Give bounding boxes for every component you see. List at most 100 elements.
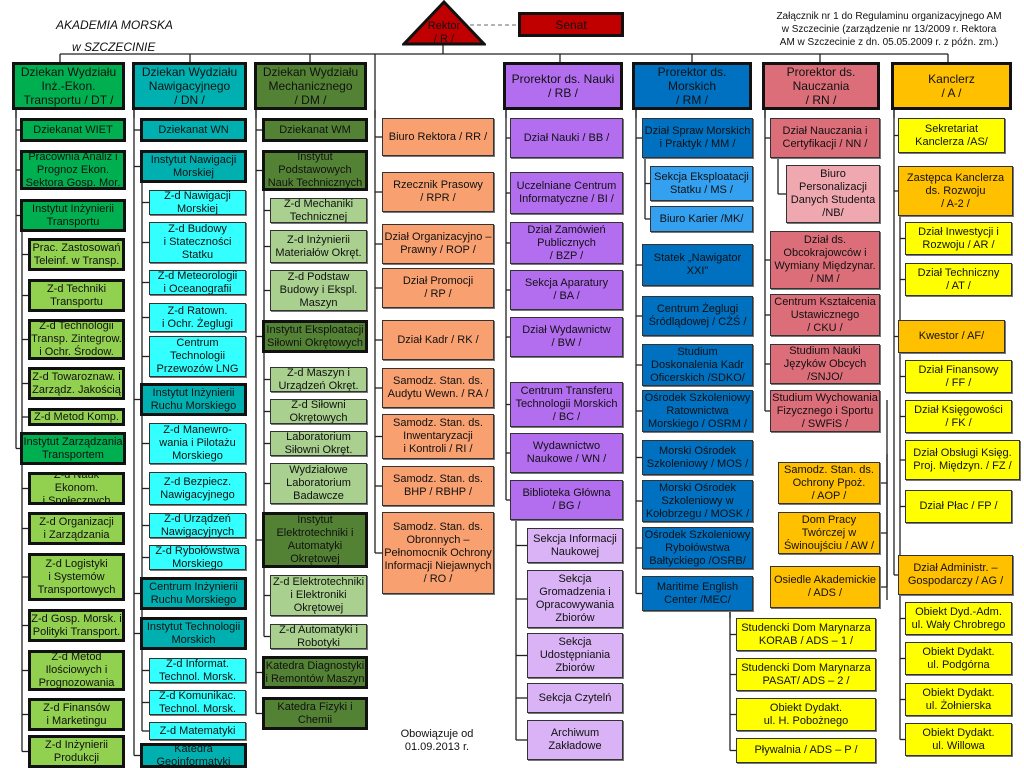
org-unit-box[interactable]: Osiedle Akademickie / ADS / xyxy=(770,566,880,608)
org-unit-box[interactable]: Ośrodek Szkoleniowy Rybołówstwa Bałtycki… xyxy=(642,527,753,569)
org-unit-box[interactable]: Zastępca Kanclerza ds. Rozwoju / A-2 / xyxy=(898,166,1013,216)
org-unit-box[interactable]: Z-d Informat. Technol. Morsk. xyxy=(149,658,246,683)
org-unit-box[interactable]: Kwestor / AF/ xyxy=(898,320,1005,353)
org-unit-box[interactable]: Instytut Elektrotechniki i Automatyki Ok… xyxy=(262,512,368,568)
org-unit-box[interactable]: Z-d Gosp. Morsk. i Polityki Transport. xyxy=(28,609,125,642)
org-unit-box[interactable]: Obiekt Dydakt. ul. Willowa xyxy=(905,723,1012,756)
org-unit-box[interactable]: Sekcja Eksploatacji Statku / MS / xyxy=(650,166,753,201)
org-unit-box[interactable]: Centrum Transferu Technologii Morskich /… xyxy=(510,382,623,427)
org-unit-box[interactable]: Z-d Podstaw Budowy i Ekspl. Maszyn xyxy=(270,270,367,311)
org-unit-box[interactable]: Dział Księgowości / FK / xyxy=(905,400,1012,433)
org-unit-box[interactable]: Biuro Rektora / RR / xyxy=(382,118,494,156)
division-header-box[interactable]: Dziekan Wydziału Inż.-Ekon. Transportu /… xyxy=(12,62,125,110)
org-unit-box[interactable]: Dział Promocji / RP / xyxy=(382,268,494,308)
org-unit-box[interactable]: Z-d Elektrotechniki i Elektroniki Okręto… xyxy=(270,575,367,616)
org-unit-box[interactable]: Uczelniane Centrum Informatyczne / BI / xyxy=(510,172,623,214)
org-unit-box[interactable]: Z-d Mechaniki Technicznej xyxy=(270,198,367,223)
org-unit-box[interactable]: Z-d Komunikac. Technol. Morsk. xyxy=(149,690,246,715)
org-unit-box[interactable]: Z-d Organizacji i Zarządzania xyxy=(28,512,125,545)
org-unit-box[interactable]: Instytut Technologii Morskich xyxy=(140,617,247,650)
org-unit-box[interactable]: Katedra Fizyki i Chemii xyxy=(262,697,368,730)
org-unit-box[interactable]: Dziekanat WN xyxy=(140,118,247,142)
org-unit-box[interactable]: Archiwum Zakładowe xyxy=(527,720,623,760)
org-unit-box[interactable]: Centrum Technologii Przewozów LNG xyxy=(149,336,246,377)
org-unit-box[interactable]: Z-d Nauk Ekonom. i Społecznych xyxy=(28,472,125,505)
org-unit-box[interactable]: Samodz. Stan. ds. Audytu Wewn. / RA / xyxy=(382,368,494,408)
org-unit-box[interactable]: Obiekt Dyd.-Adm. ul. Wały Chrobrego xyxy=(905,602,1012,635)
org-unit-box[interactable]: Statek „Nawigator XXI" xyxy=(642,244,753,286)
org-unit-box[interactable]: Laboratorium Siłowni Okręt. xyxy=(270,431,367,456)
org-unit-box[interactable]: Pracownia Analiz i Prognoz Ekon. Sektora… xyxy=(20,150,126,190)
org-unit-box[interactable]: Ośrodek Szkoleniowy Ratownictwa Morskieg… xyxy=(642,390,753,432)
org-unit-box[interactable]: Maritime English Center /MEC/ xyxy=(642,576,753,611)
org-unit-box[interactable]: Wydawnictwo Naukowe / WN / xyxy=(510,433,623,473)
org-unit-box[interactable]: Morski Ośrodek Szkoleniowy / MOS / xyxy=(642,440,753,475)
org-unit-box[interactable]: Instytut Zarządzania Transportem xyxy=(20,432,126,465)
org-unit-box[interactable]: Sekcja Czytelń xyxy=(527,683,623,713)
org-unit-box[interactable]: Dział Finansowy / FF / xyxy=(905,360,1012,393)
org-unit-box[interactable]: Obiekt Dydakt. ul. Żołnierska xyxy=(905,683,1012,716)
division-header-box[interactable]: Prorektor ds. Nauczania / RN / xyxy=(762,62,880,110)
org-unit-box[interactable]: Prac. Zastosowań Teleinf. w Transp. xyxy=(28,238,125,271)
org-unit-box[interactable]: Biblioteka Główna / BG / xyxy=(510,480,623,520)
division-header-box[interactable]: Dziekan Wydziału Nawigacyjnego / DN / xyxy=(132,62,247,110)
org-unit-box[interactable]: Studium Wychowania Fizycznego i Sportu /… xyxy=(770,390,880,432)
org-unit-box[interactable]: Dział Kadr / RK / xyxy=(382,320,494,360)
org-unit-box[interactable]: Z-d Maszyn i Urządzeń Okręt. xyxy=(270,367,367,392)
org-unit-box[interactable]: Instytut Podstawowych Nauk Technicznych xyxy=(262,150,368,191)
org-unit-box[interactable]: Z-d Towaroznaw. i Zarządz. Jakością xyxy=(28,367,125,400)
division-header-box[interactable]: Prorektor ds. Nauki / RB / xyxy=(503,62,623,110)
org-unit-box[interactable]: Z-d Automatyki i Robotyki xyxy=(270,624,367,649)
org-unit-box[interactable]: Dziekanat WM xyxy=(262,118,368,142)
org-unit-box[interactable]: Pływalnia / ADS – P / xyxy=(736,738,876,763)
org-unit-box[interactable]: Z-d Nawigacji Morskiej xyxy=(149,190,246,215)
org-unit-box[interactable]: Obiekt Dydakt. ul. H. Pobożnego xyxy=(736,698,876,731)
org-unit-box[interactable]: Sekretariat Kanclerza /AS/ xyxy=(898,118,1005,153)
org-unit-box[interactable]: Z-d Meteorologii i Oceanografii xyxy=(149,270,246,295)
org-unit-box[interactable]: Dział Techniczny / AT / xyxy=(905,263,1012,296)
org-unit-box[interactable]: Z-d Technologii Transp. Zintegrow. i Och… xyxy=(28,319,125,360)
org-unit-box[interactable]: Samodz. Stan. ds. Obronnych – Pełnomocni… xyxy=(382,512,494,594)
org-unit-box[interactable]: Z-d Metod Ilościowych i Prognozowania xyxy=(28,650,125,691)
org-unit-box[interactable]: Studencki Dom Marynarza KORAB / ADS – 1 … xyxy=(736,618,876,651)
org-unit-box[interactable]: Z-d Ratown. i Ochr. Żeglugi xyxy=(149,303,246,332)
org-unit-box[interactable]: Dział Administr. – Gospodarczy / AG / xyxy=(898,555,1013,595)
org-unit-box[interactable]: Z-d Bezpiecz. Nawigacyjnego xyxy=(149,472,246,505)
org-unit-box[interactable]: Wydziałowe Laboratorium Badawcze xyxy=(270,463,367,504)
org-unit-box[interactable]: Z-d Metod Komp. xyxy=(28,408,125,426)
org-unit-box[interactable]: Z-d Siłowni Okrętowych xyxy=(270,399,367,424)
org-unit-box[interactable]: Dział Obsługi Księg. Proj. Międzyn. / FZ… xyxy=(905,440,1020,480)
org-unit-box[interactable]: Z-d Rybołówstwa Morskiego xyxy=(149,545,246,570)
org-unit-box[interactable]: Dział Zamówień Publicznych / BZP / xyxy=(510,222,623,264)
org-unit-box[interactable]: Dział Spraw Morskich i Praktyk / MM / xyxy=(642,118,753,158)
org-unit-box[interactable]: Rzecznik Prasowy / RPR / xyxy=(382,172,494,212)
org-unit-box[interactable]: Morski Ośrodek Szkoleniowy w Kołobrzegu … xyxy=(642,480,753,522)
org-unit-box[interactable]: Dział Inwestycji i Rozwoju / AR / xyxy=(905,222,1012,255)
org-unit-box[interactable]: Centrum Żeglugi Śródlądowej / CŻŚ / xyxy=(642,296,753,336)
org-unit-box[interactable]: Z-d Manewro- wania i Pilotażu Morskiego xyxy=(149,423,246,464)
org-unit-box[interactable]: Z-d Finansów i Marketingu xyxy=(28,698,125,731)
org-unit-box[interactable]: Katedra Diagnostyki i Remontów Maszyn xyxy=(262,656,368,689)
org-unit-box[interactable]: Z-d Logistyki i Systemów Transportowych xyxy=(28,553,125,601)
org-unit-box[interactable]: Obiekt Dydakt. ul. Podgórna xyxy=(905,642,1012,675)
senat-box[interactable]: Senat xyxy=(518,12,624,37)
org-unit-box[interactable]: Biuro Personalizacji Danych Studenta /NB… xyxy=(786,165,880,223)
org-unit-box[interactable]: Z-d Techniki Transportu xyxy=(28,279,125,312)
org-unit-box[interactable]: Dział ds. Obcokrajowców i Wymiany Między… xyxy=(770,231,880,289)
org-unit-box[interactable]: Sekcja Aparatury / BA / xyxy=(510,270,623,310)
org-unit-box[interactable]: Centrum Inżynierii Ruchu Morskiego xyxy=(140,577,247,610)
org-unit-box[interactable]: Instytut Eksploatacji Siłowni Okrętowych xyxy=(262,320,368,353)
rektor-label[interactable]: Rektor / R / xyxy=(427,20,461,45)
org-unit-box[interactable]: Dział Płac / FP / xyxy=(905,490,1012,523)
org-unit-box[interactable]: Dom Pracy Twórczej w Świnoujściu / AW / xyxy=(778,512,880,554)
org-unit-box[interactable]: Dział Wydawnictw / BW / xyxy=(510,317,623,357)
org-unit-box[interactable]: Sekcja Informacji Naukowej xyxy=(527,528,623,563)
org-unit-box[interactable]: Samodz. Stan. ds. BHP / RBHP / xyxy=(382,466,494,506)
org-unit-box[interactable]: Samodz. Stan. ds. Ochrony Ppoż. / AOP / xyxy=(778,462,880,504)
org-unit-box[interactable]: Instytut Inżynierii Transportu xyxy=(20,199,126,232)
division-header-box[interactable]: Dziekan Wydziału Mechanicznego / DM / xyxy=(254,62,367,110)
org-unit-box[interactable]: Katedra Geoinformatyki xyxy=(140,743,247,768)
division-header-box[interactable]: Kanclerz / A / xyxy=(891,62,1012,110)
org-unit-box[interactable]: Z-d Inżynierii Materiałów Okręt. xyxy=(270,230,367,263)
org-unit-box[interactable]: Samodz. Stan. ds. Inwentaryzacji i Kontr… xyxy=(382,414,494,459)
